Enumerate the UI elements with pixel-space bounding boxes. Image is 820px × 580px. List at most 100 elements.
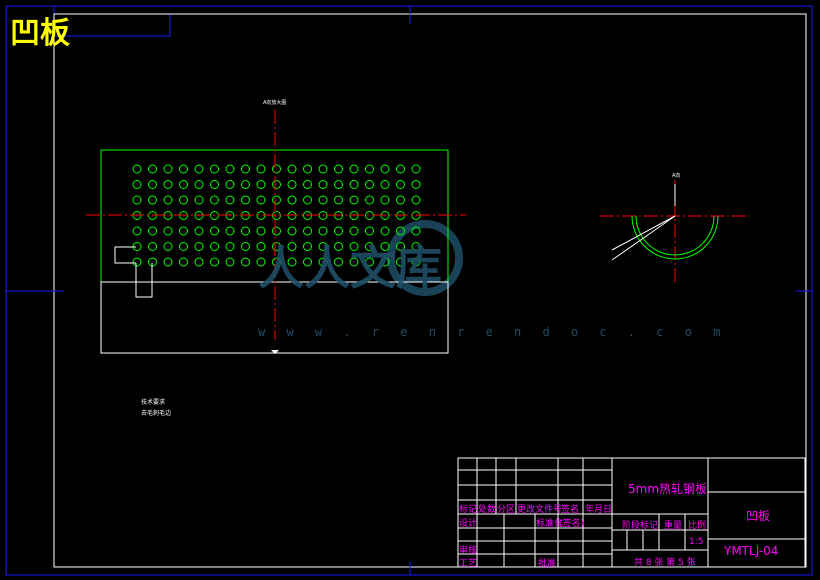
punched-hole <box>396 164 405 174</box>
front-view-top-label: A向放大图 <box>263 100 287 106</box>
punched-hole <box>241 180 250 189</box>
punched-hole <box>148 226 157 236</box>
punched-hole <box>396 226 405 236</box>
punched-hole <box>163 164 173 174</box>
punched-hole <box>318 257 328 267</box>
title-signature-label: (签名) <box>559 519 585 529</box>
punched-hole <box>256 195 266 205</box>
punched-hole <box>303 180 312 189</box>
side-view-label: A向 <box>672 173 681 179</box>
punched-hole <box>365 242 374 251</box>
punched-hole <box>411 242 421 251</box>
punched-hole <box>272 242 281 251</box>
front-view <box>86 110 466 354</box>
punched-hole <box>396 195 405 205</box>
punched-hole <box>380 257 390 267</box>
punched-hole <box>303 164 312 174</box>
punched-hole <box>163 195 173 205</box>
title-design-label: 设计 <box>459 519 478 529</box>
punched-hole <box>241 164 250 174</box>
punched-hole <box>256 180 266 189</box>
title-sheet-count: 共 8 张 第 5 张 <box>634 558 696 568</box>
title-standardize-label: 标准化 <box>536 519 564 529</box>
punched-hole <box>365 195 374 205</box>
punched-hole <box>163 242 173 251</box>
punched-hole <box>349 164 359 174</box>
punched-hole <box>194 195 204 205</box>
title-drawing-number: YMTLJ-04 <box>724 544 779 558</box>
punched-hole <box>256 257 266 267</box>
punched-hole <box>303 242 312 251</box>
punched-hole <box>380 226 390 236</box>
watermark-logo: 人人文库 <box>258 241 442 295</box>
punched-hole <box>132 257 142 267</box>
punched-hole <box>318 164 328 174</box>
punched-hole <box>272 226 281 236</box>
punched-hole <box>241 195 250 205</box>
punched-hole <box>148 180 157 189</box>
punched-hole <box>380 180 390 189</box>
punched-hole <box>380 195 390 205</box>
punched-hole <box>272 180 281 189</box>
punched-hole <box>287 226 297 236</box>
punched-hole <box>163 180 173 189</box>
punched-hole <box>148 164 157 174</box>
punched-hole <box>272 195 281 205</box>
punched-hole <box>179 195 188 205</box>
punched-hole <box>132 164 142 174</box>
title-header-mark: 标记 <box>459 505 478 515</box>
watermark-circle <box>387 220 463 296</box>
punched-hole <box>210 180 219 189</box>
punched-hole <box>334 195 343 205</box>
punched-hole <box>318 180 328 189</box>
punched-hole <box>365 226 374 236</box>
drawing-corner-title: 凹板 <box>10 16 70 51</box>
punched-hole <box>411 164 421 174</box>
technical-notes-heading: 技术要求 <box>141 399 166 406</box>
view-arrow <box>271 350 279 354</box>
punched-hole <box>256 242 266 251</box>
punched-hole <box>179 226 188 236</box>
punched-hole <box>411 180 421 189</box>
title-ratio-label: 比例 <box>688 521 707 531</box>
punched-hole <box>163 257 173 267</box>
dimension-line-left <box>114 246 136 264</box>
punched-hole <box>179 257 188 267</box>
punched-hole <box>210 242 219 251</box>
title-header-date: 年月日 <box>585 505 613 515</box>
punched-hole <box>287 257 297 267</box>
punched-hole <box>411 226 421 236</box>
punched-hole <box>132 180 142 189</box>
punched-hole <box>380 242 390 251</box>
punched-hole <box>256 164 266 174</box>
punched-hole <box>349 257 359 267</box>
punched-hole <box>303 257 312 267</box>
punched-hole <box>396 257 405 267</box>
punched-hole <box>256 226 266 236</box>
punched-hole <box>334 242 343 251</box>
punched-hole <box>334 257 343 267</box>
punched-hole <box>287 164 297 174</box>
watermark-url: w w w . r e n r e n d o c . c o m <box>258 325 728 339</box>
punched-hole <box>365 257 374 267</box>
title-scale-value: 1:5 <box>689 537 704 547</box>
punched-hole <box>194 164 204 174</box>
punched-hole <box>396 242 405 251</box>
title-material: 5mm热轧钢板 <box>628 482 708 496</box>
punched-hole <box>318 195 328 205</box>
title-weight-label: 重量 <box>664 521 683 531</box>
title-header-count: 处数 <box>478 505 497 515</box>
punched-hole <box>287 242 297 251</box>
punched-hole <box>365 180 374 189</box>
punched-hole <box>179 180 188 189</box>
punched-hole <box>194 257 204 267</box>
punched-hole <box>318 226 328 236</box>
concave-arc-outer <box>631 215 719 260</box>
title-header-change-doc: 更改文件号 <box>517 505 563 515</box>
title-block <box>457 457 806 568</box>
title-stage-label: 阶段标记 <box>622 521 659 531</box>
leader-line-1 <box>611 215 676 251</box>
punched-hole <box>210 226 219 236</box>
punched-hole <box>303 195 312 205</box>
